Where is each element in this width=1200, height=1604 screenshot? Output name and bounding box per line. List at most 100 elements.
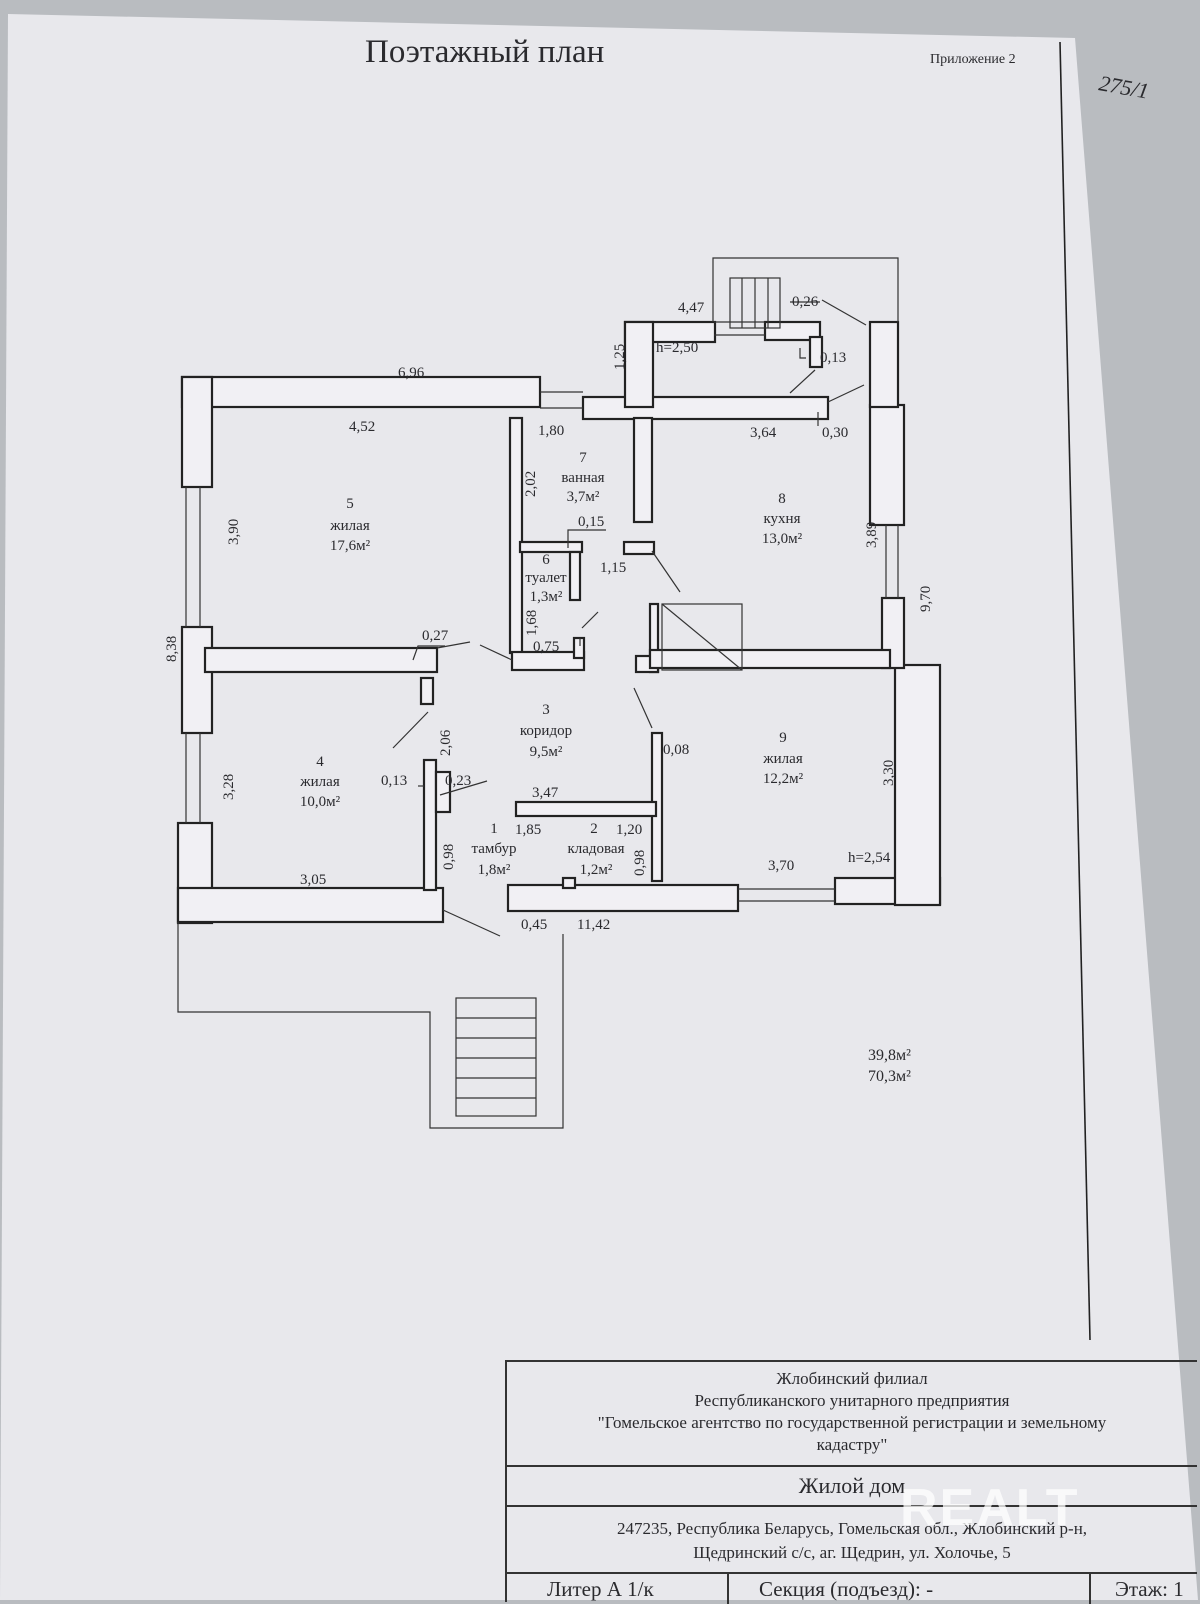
floor-label: Этаж: 1 <box>1115 1577 1184 1601</box>
org-line-2: Республиканского унитарного предприятия <box>694 1391 1010 1410</box>
dim-8-38: 8,38 <box>164 636 180 662</box>
watermark-logo: REALT <box>900 1479 1080 1537</box>
section-label: Секция (подъезд): - <box>729 1574 1091 1604</box>
room-number: 3 <box>542 702 550 718</box>
dim-3-89: 3,89 <box>864 522 880 548</box>
room-name: ванная <box>561 470 604 486</box>
dim-1-20: 1,20 <box>616 822 642 838</box>
dim-3-05: 3,05 <box>300 872 326 888</box>
org-line-1: Жлобинский филиал <box>776 1369 928 1388</box>
organization-block: Жлобинский филиал Республиканского унита… <box>507 1362 1197 1467</box>
room-number: 4 <box>316 754 324 770</box>
north-porch-steps <box>712 257 899 329</box>
dim-0-08: 0,08 <box>663 742 689 758</box>
room-name: жилая <box>762 751 803 767</box>
dim-h-2-50: h=2,50 <box>656 340 698 356</box>
dim-3-64: 3,64 <box>750 425 777 441</box>
interior-stair <box>661 603 743 671</box>
room-name: кухня <box>763 511 800 527</box>
room-labels: 1 тамбур 1,8м² 2 кладовая 1,2м² 3 коридо… <box>299 450 803 878</box>
dim-1-25: 1,25 <box>612 344 628 370</box>
leader-lines <box>412 301 820 787</box>
dim-0-13-mid: 0,13 <box>381 773 407 789</box>
frame-line <box>1059 41 1091 1341</box>
dim-0-13-top: 0,13 <box>820 350 846 366</box>
room-name: кладовая <box>567 841 624 857</box>
room-number: 8 <box>778 491 786 507</box>
doors <box>392 299 867 937</box>
room-name: коридор <box>520 723 572 739</box>
room-area: 3,7м² <box>567 489 600 505</box>
appendix-label: Приложение 2 <box>930 52 1016 67</box>
room-name: тамбур <box>472 841 517 857</box>
room-area: 10,0м² <box>300 794 341 810</box>
dim-h-2-54: h=2,54 <box>848 850 891 866</box>
org-line-3: "Гомельское агентство по государственной… <box>597 1413 1107 1432</box>
dim-3-28: 3,28 <box>221 774 237 800</box>
room-number: 1 <box>490 821 498 837</box>
dim-0-45: 0,45 <box>521 917 547 933</box>
room-1: 1 тамбур 1,8м² <box>472 821 517 878</box>
room-area: 1,2м² <box>580 862 613 878</box>
dim-0-27: 0,27 <box>422 628 449 644</box>
dim-1-15: 1,15 <box>600 560 626 576</box>
dim-4-52: 4,52 <box>349 419 375 435</box>
dim-11-42: 11,42 <box>577 917 610 933</box>
dim-0-23: 0,23 <box>445 773 471 789</box>
dim-1-80: 1,80 <box>538 423 564 439</box>
dimension-labels: 6,96 4,52 1,80 1,25 4,47 h=2,50 0,26 0,1… <box>164 294 934 933</box>
room-9: 9 жилая 12,2м² <box>762 730 803 787</box>
address-line-1: 247235, Республика Беларусь, Гомельская … <box>616 1519 1088 1538</box>
room-4: 4 жилая 10,0м² <box>299 754 340 810</box>
dim-1-85: 1,85 <box>515 822 541 838</box>
room-area: 12,2м² <box>763 771 804 787</box>
dim-1-68: 1,68 <box>524 610 540 636</box>
room-area: 1,3м² <box>530 589 563 605</box>
address-line-2: Щедринский с/с, аг. Щедрин, ул. Холочье,… <box>693 1543 1011 1562</box>
dim-0-98-left: 0,98 <box>441 844 457 870</box>
room-area: 13,0м² <box>762 531 803 547</box>
org-line-4: кадастру" <box>816 1435 888 1454</box>
room-name: жилая <box>299 774 340 790</box>
title-block: Жлобинский филиал Республиканского унита… <box>505 1360 1197 1604</box>
room-2: 2 кладовая 1,2м² <box>567 821 624 878</box>
handwritten-note: 275/1 <box>1097 70 1151 103</box>
dim-6-96: 6,96 <box>398 365 425 381</box>
room-area: 1,8м² <box>478 862 511 878</box>
room-number: 7 <box>579 450 587 466</box>
room-7: 7 ванная 3,7м² <box>561 450 604 505</box>
room-6: 6 туалет 1,3м² <box>525 552 567 605</box>
page-title: Поэтажный план <box>365 34 604 70</box>
south-terrace <box>177 922 564 1129</box>
dim-2-02: 2,02 <box>523 471 539 497</box>
room-3: 3 коридор 9,5м² <box>520 702 572 760</box>
litera-label: Литер А 1/к <box>507 1574 729 1604</box>
room-area: 9,5м² <box>530 744 563 760</box>
room-number: 2 <box>590 821 598 837</box>
dim-3-30: 3,30 <box>881 760 897 786</box>
room-number: 9 <box>779 730 787 746</box>
walls <box>176 320 942 925</box>
dim-3-90: 3,90 <box>226 519 242 545</box>
dim-0-75: 0,75 <box>533 639 559 655</box>
room-8: 8 кухня 13,0м² <box>762 491 803 547</box>
room-area: 17,6м² <box>330 538 371 554</box>
room-5: 5 жилая 17,6м² <box>329 496 370 554</box>
openings <box>185 321 899 902</box>
dim-2-06: 2,06 <box>438 729 454 756</box>
total-living-area: 39,8м² <box>868 1047 911 1064</box>
meta-row: Литер А 1/к Секция (подъезд): - Этаж: 1 <box>507 1574 1197 1604</box>
dim-0-30: 0,30 <box>822 425 848 441</box>
dim-4-47: 4,47 <box>678 300 705 316</box>
dim-3-70: 3,70 <box>768 858 794 874</box>
dim-0-15: 0,15 <box>578 514 604 530</box>
object-name: Жилой дом <box>507 1467 1197 1507</box>
dim-0-98-right: 0,98 <box>632 850 648 876</box>
room-number: 6 <box>542 552 550 568</box>
room-name: жилая <box>329 518 370 534</box>
total-area: 70,3м² <box>868 1068 911 1085</box>
dim-9-70: 9,70 <box>918 586 934 612</box>
dim-3-47: 3,47 <box>532 785 559 801</box>
dim-0-26: 0,26 <box>792 294 819 310</box>
